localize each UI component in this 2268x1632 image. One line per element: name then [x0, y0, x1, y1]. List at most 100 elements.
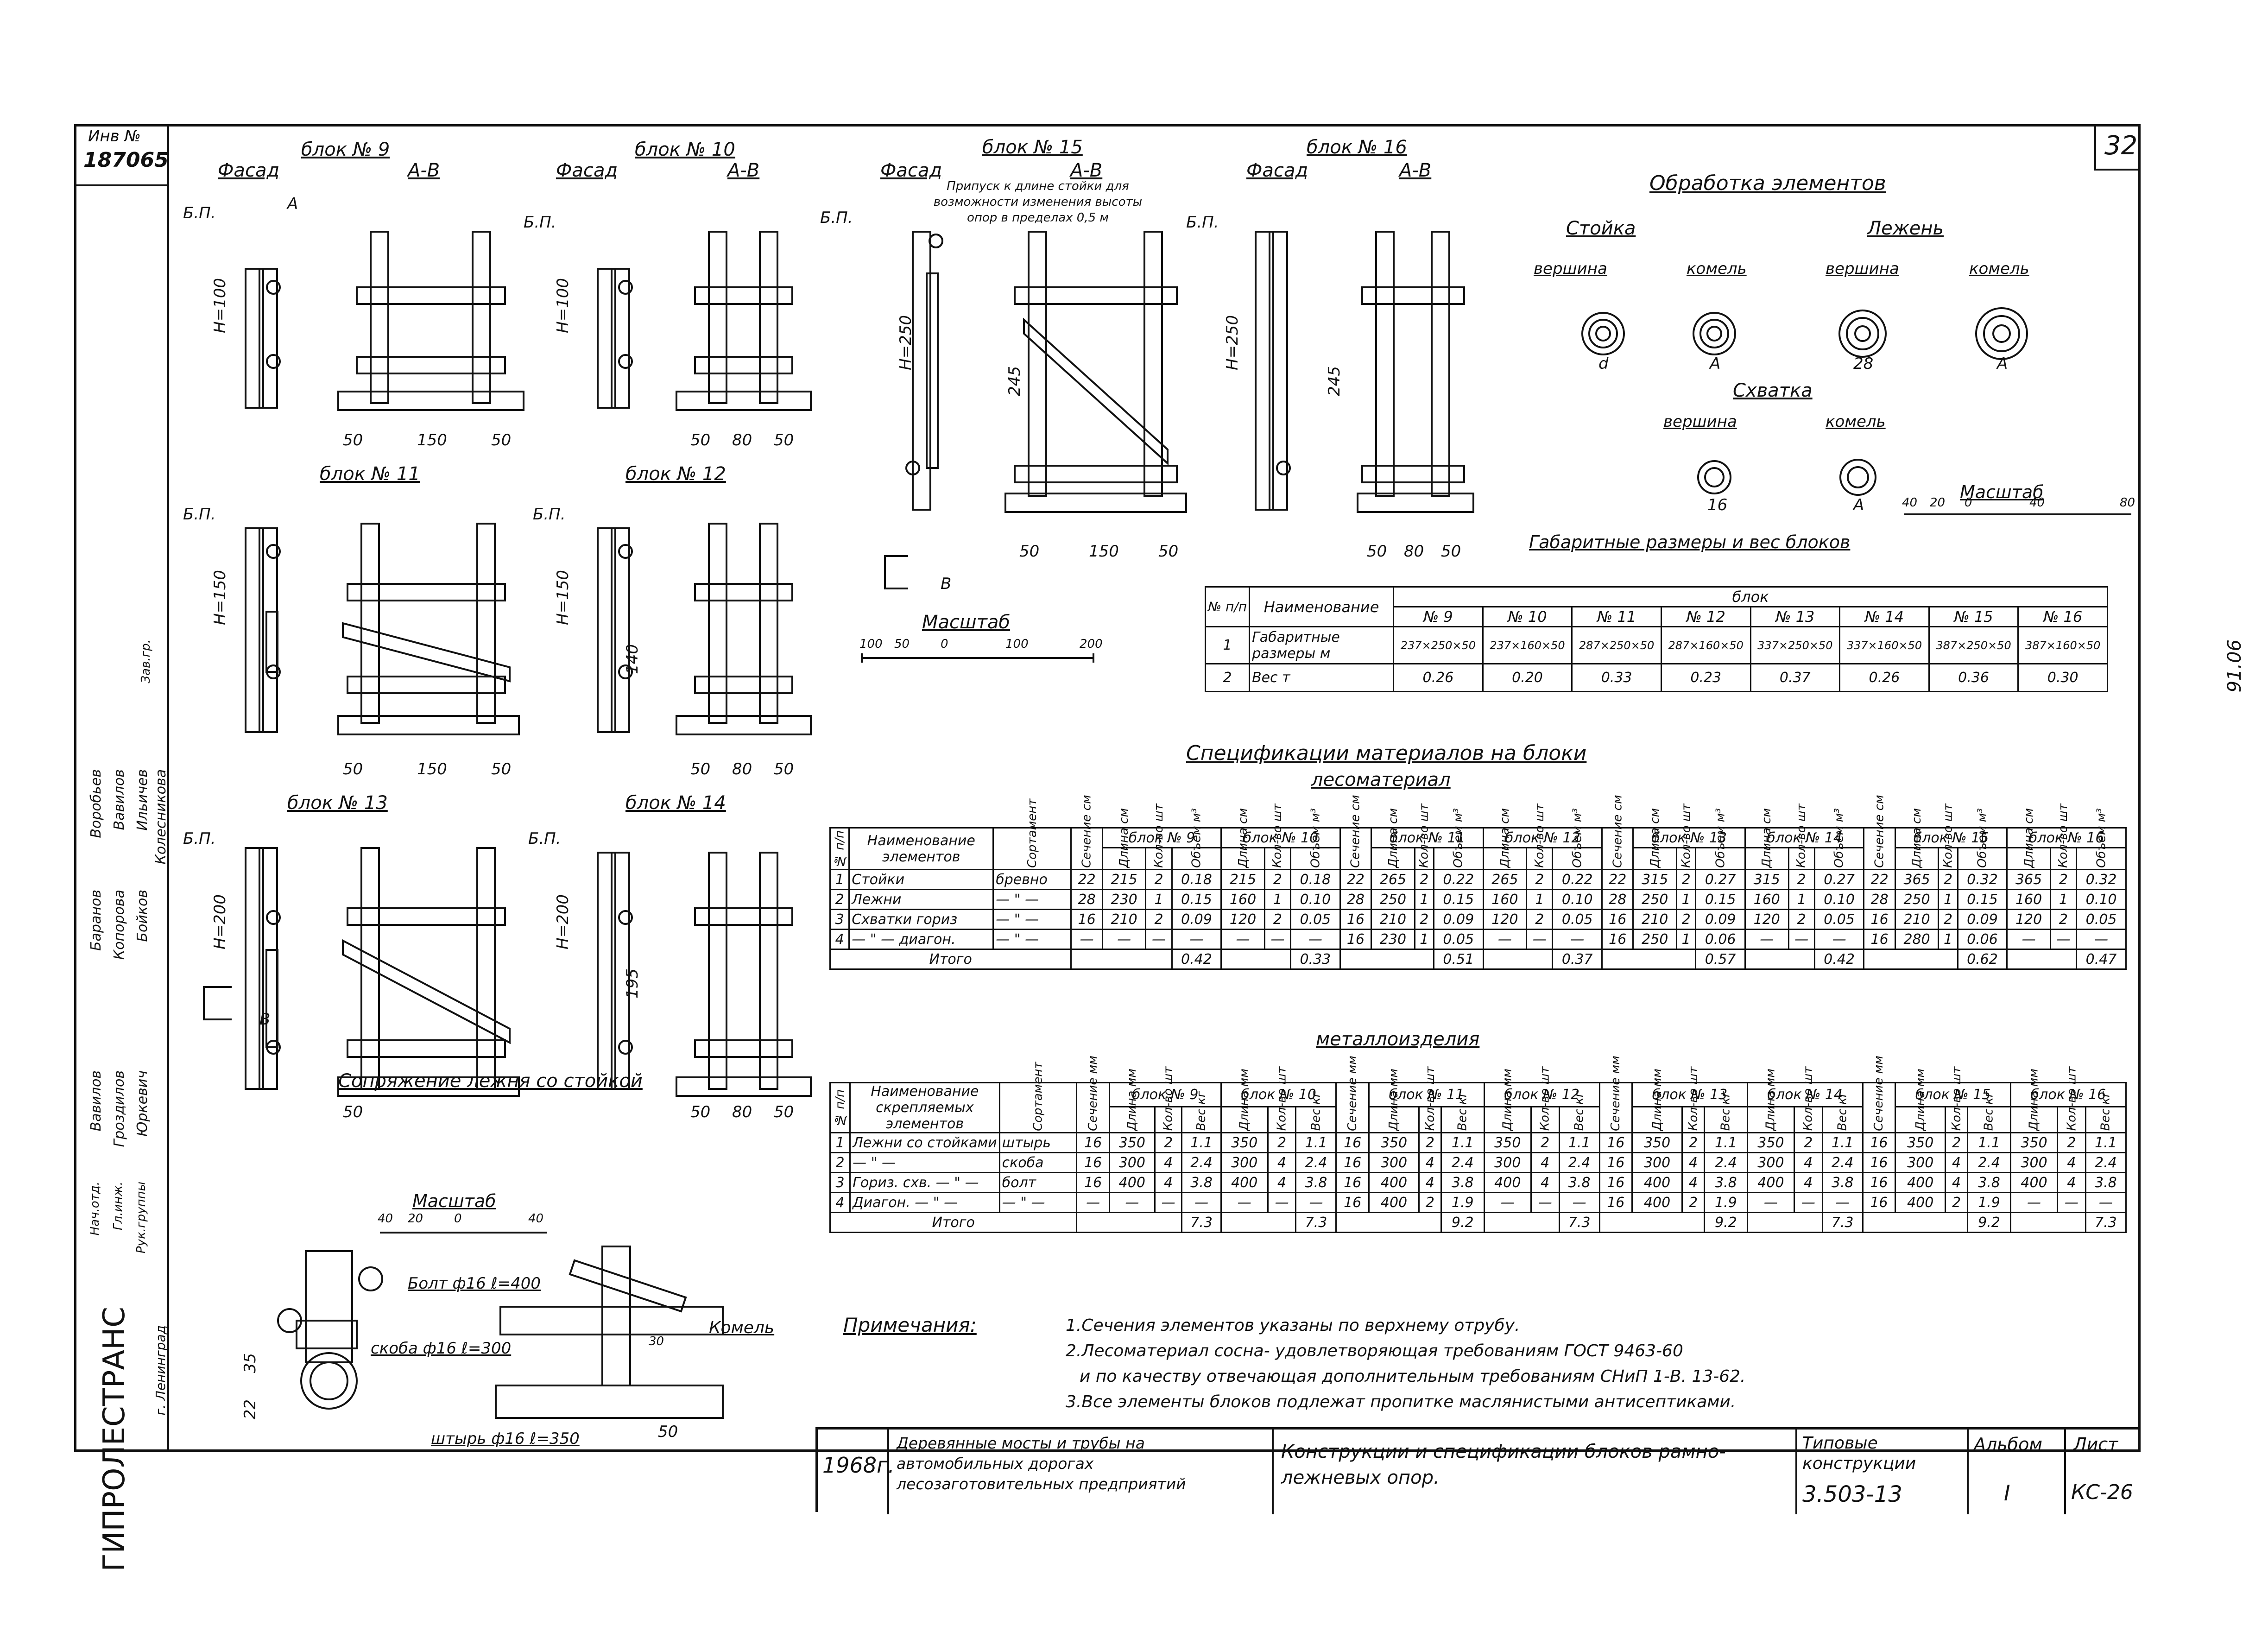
cell: 400: [1220, 1172, 1269, 1193]
cell: 300: [1108, 1152, 1156, 1173]
cell: 22: [1601, 869, 1634, 890]
section-mark-b: В: [941, 575, 952, 593]
cell: 1: [829, 869, 850, 890]
cell: 3.8: [1821, 1172, 1864, 1193]
gab-h-block: блок: [1393, 586, 2108, 607]
dim-35: 35: [241, 1353, 259, 1373]
header-cell: блок № 11: [1371, 827, 1484, 848]
cell: 1: [1204, 626, 1251, 664]
spacer: [1598, 1212, 1705, 1233]
cell: — " —: [998, 1192, 1078, 1213]
dim: 150: [417, 431, 447, 449]
spec-title: Спецификации материалов на блоки: [1186, 741, 1587, 765]
total-cell: 0.37: [1552, 949, 1603, 970]
header-cell: Сечение см: [1864, 795, 1895, 870]
cell: 400: [1108, 1172, 1156, 1193]
cell: 210: [1101, 909, 1147, 930]
header-cell: Длина мм: [1747, 1069, 1794, 1133]
total-cell: 0.57: [1695, 949, 1746, 970]
cell: 0.05: [1433, 929, 1484, 950]
header-cell: Длина см: [1371, 808, 1415, 870]
scale-tick: 40: [528, 1212, 544, 1226]
cell: 1.1: [1966, 1132, 2011, 1153]
cell: 0.10: [1552, 889, 1603, 910]
header-cell: Вес кг: [1704, 1091, 1748, 1133]
butt-label: комель: [1969, 259, 2029, 278]
cell: —: [1108, 1192, 1156, 1213]
cell: 350: [1368, 1132, 1420, 1153]
bp-mark: Б.П.: [183, 829, 216, 848]
cell: 16: [1598, 1152, 1633, 1173]
cell: 400: [1368, 1172, 1420, 1193]
cell: 2: [1264, 909, 1292, 930]
header-cell: блок № 16: [2009, 1082, 2127, 1107]
cell: 400: [1895, 1192, 1946, 1213]
cell: 350: [1108, 1132, 1156, 1153]
tb-album: I: [2004, 1480, 2010, 1505]
header-cell: Кол-во шт: [1268, 1067, 1296, 1133]
header-cell: Кол-во шт: [1155, 1067, 1182, 1133]
cell: 1.1: [1295, 1132, 1337, 1153]
cell: 0.15: [1171, 889, 1222, 910]
cell: 400: [1746, 1172, 1795, 1193]
header-cell: Объем м³: [1814, 808, 1864, 870]
staple-label: скоба ф16 ℓ=300: [371, 1339, 512, 1358]
header-cell: Кол-во шт: [1145, 803, 1172, 870]
cell: 3.8: [1703, 1172, 1748, 1193]
cell: 16: [1339, 929, 1372, 950]
note-item: и по качеству отвечающая дополнительным …: [1080, 1367, 1746, 1386]
cell: 0.06: [1695, 929, 1746, 950]
header-cell: Вес кг: [1559, 1091, 1600, 1133]
cell: 16: [1862, 1132, 1896, 1153]
bp-mark: Б.П.: [183, 204, 216, 222]
header-cell: Вес кг: [1181, 1091, 1221, 1133]
header-cell: № п/п: [830, 828, 849, 870]
cell: 2: [1681, 1132, 1705, 1153]
cell: Диагон. — " —: [849, 1192, 1000, 1213]
cell: 387×160×50: [2017, 626, 2108, 664]
cell: 4: [829, 929, 850, 950]
cell: 120: [1744, 909, 1789, 930]
cell: Стойки: [848, 869, 994, 890]
cell: 16: [1863, 909, 1896, 930]
header-cell: Объем м³: [1172, 808, 1221, 870]
cell: 0.05: [2076, 909, 2127, 930]
dim-50: 50: [658, 1423, 678, 1441]
cell: 1.1: [1558, 1132, 1600, 1153]
cell: 4: [1154, 1172, 1183, 1193]
header-cell: блок № 13: [1632, 827, 1746, 848]
dim-h: Н=200: [211, 894, 229, 949]
dim: 50: [774, 760, 794, 778]
cell: 0.27: [1813, 869, 1865, 890]
scale-tick: 20: [408, 1212, 423, 1226]
cell: 2: [1145, 909, 1173, 930]
dim: 195: [623, 968, 642, 999]
cell: 0.32: [1957, 869, 2008, 890]
cell: —: [1526, 929, 1554, 950]
dim: 50: [774, 431, 794, 449]
cell: 4: [1418, 1172, 1442, 1193]
butt-label: комель: [1687, 259, 1747, 278]
title-block: 1968г. Деревянные мосты и трубы на автом…: [815, 1427, 2141, 1514]
header-cell: Кол-во шт: [1945, 1067, 1968, 1133]
bp-mark: Б.П.: [1186, 213, 1219, 232]
cell: 2: [1418, 1192, 1442, 1213]
inventory-stamp: Инв № 187065: [74, 124, 169, 186]
header-cell: блок № 10: [1220, 1082, 1337, 1107]
cell: 1.9: [1440, 1192, 1485, 1213]
cell: —: [1220, 1192, 1269, 1213]
cell: 350: [1746, 1132, 1795, 1153]
cell: 16: [1862, 1172, 1896, 1193]
cell: 16: [1076, 1132, 1110, 1153]
dim-a: А: [1997, 354, 2008, 373]
cell: штырь: [998, 1132, 1078, 1153]
note-item: 3.Все элементы блоков подлежат пропитке …: [1066, 1392, 1736, 1411]
dim: 50: [1441, 542, 1461, 561]
gab-h-name: Наименование: [1249, 586, 1395, 627]
header-cell: Вес кг: [2085, 1091, 2126, 1133]
cell: — " —: [992, 929, 1072, 950]
cell: 16: [1598, 1192, 1633, 1213]
